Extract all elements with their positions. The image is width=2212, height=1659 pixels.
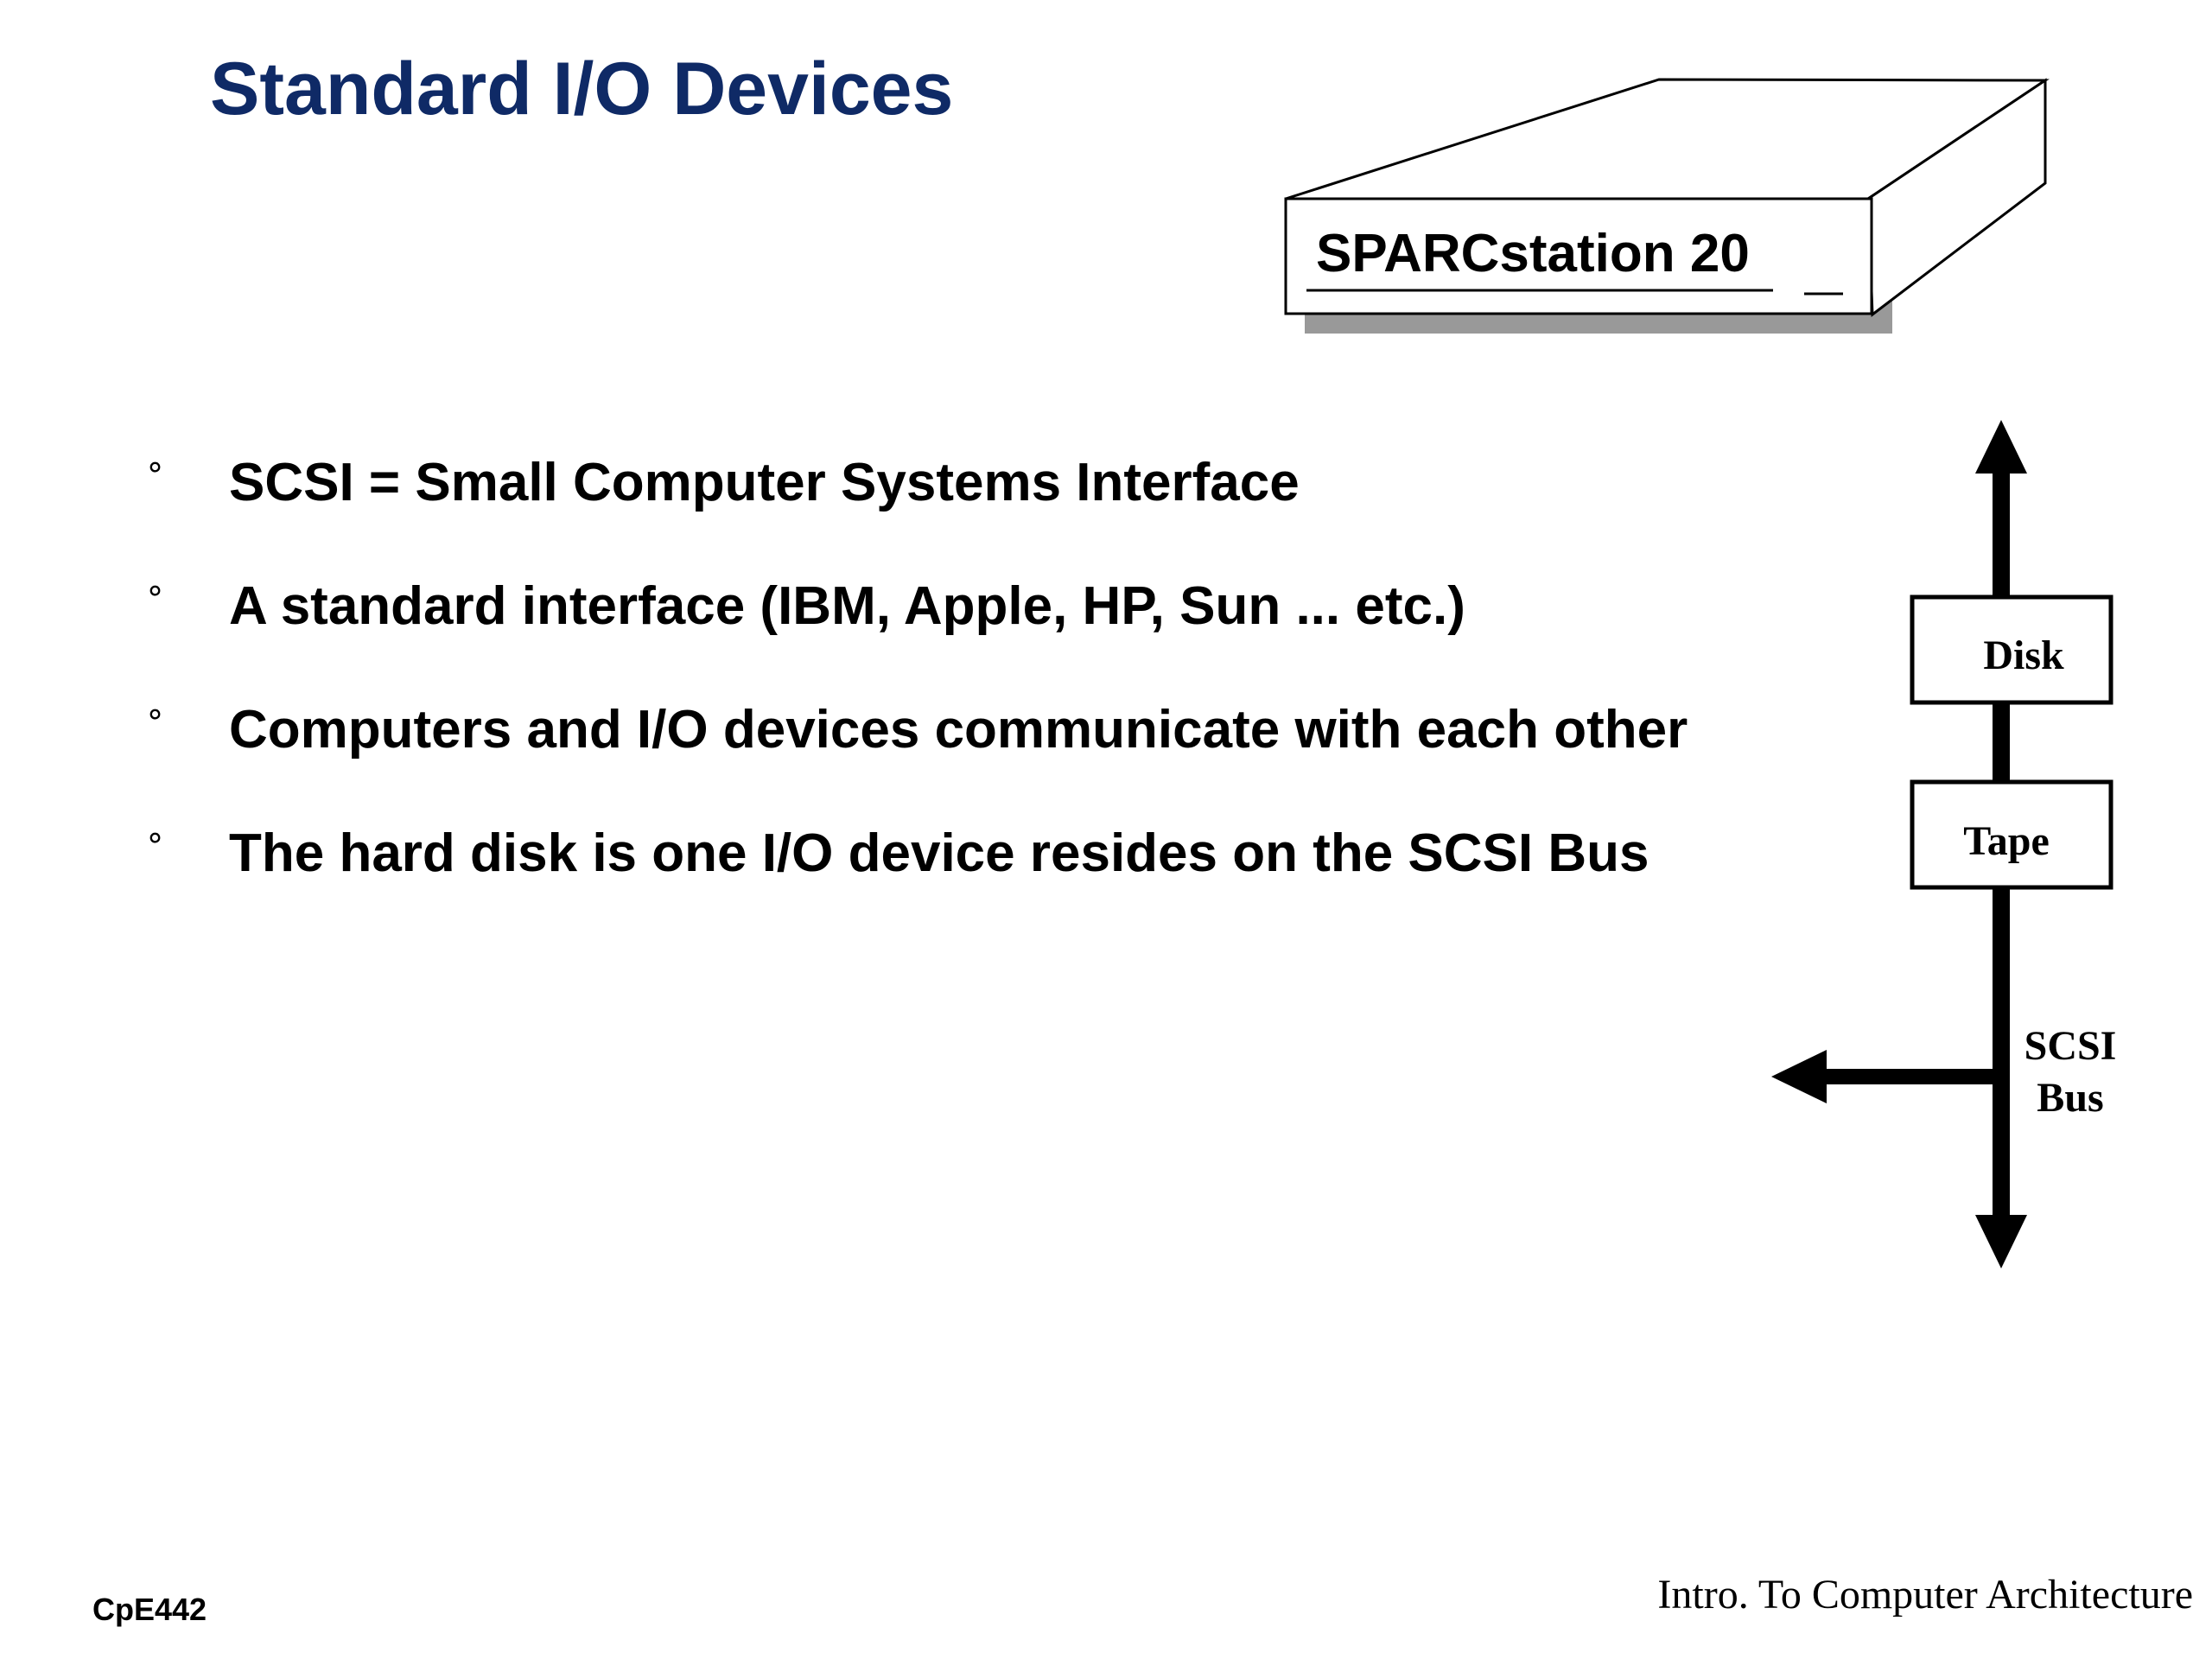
- workstation-front-face: [1284, 197, 1873, 315]
- workstation-illustration: SPARCstation 20: [1284, 78, 2050, 334]
- disk-box: [1910, 594, 2113, 705]
- footer-course-code: CpE442: [92, 1592, 207, 1627]
- disk-label: Disk: [1983, 632, 2064, 678]
- tape-label: Tape: [1963, 818, 2050, 864]
- workstation-label: SPARCstation 20: [1316, 224, 1750, 283]
- bullet-list: ° SCSI = Small Computer Systems Interfac…: [0, 0, 1815, 950]
- bus-label-line1: SCSI: [2024, 1023, 2117, 1069]
- bullet-text: The hard disk is one I/O device resides …: [229, 823, 1649, 883]
- arrow-down-icon: [1975, 1215, 2027, 1268]
- bullet-marker: °: [147, 456, 163, 494]
- bullet-text: A standard interface (IBM, Apple, HP, Su…: [229, 576, 1465, 636]
- arrow-up-icon: [1975, 420, 2027, 474]
- bullet-marker: °: [147, 827, 163, 865]
- disk-device: Disk: [1910, 594, 2113, 705]
- bullet-text: SCSI = Small Computer Systems Interface: [229, 453, 1300, 512]
- tape-box: [1910, 779, 2113, 890]
- bullet-marker: °: [147, 580, 163, 618]
- arrow-left-icon: [1771, 1050, 1827, 1103]
- slide-title: Standard I/O Devices: [210, 48, 954, 130]
- bullet-marker: °: [147, 703, 163, 741]
- footer-course-title: Intro. To Computer Architecture: [1657, 1572, 2193, 1618]
- bus-label-line2: Bus: [2037, 1075, 2103, 1121]
- tape-device: Tape: [1910, 779, 2113, 890]
- bullet-text: Computers and I/O devices communicate wi…: [229, 700, 1688, 760]
